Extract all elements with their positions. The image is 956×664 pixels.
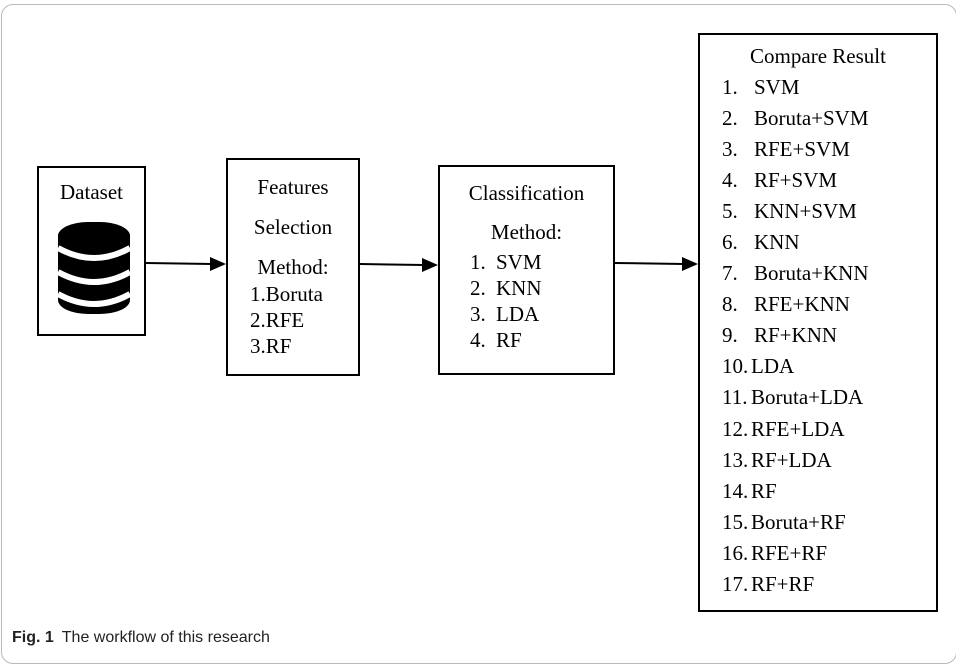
list-item: 1. SVM <box>722 72 936 103</box>
item-num: 9. <box>722 323 738 348</box>
list-item: 4. RF+SVM <box>722 165 936 196</box>
list-item: 3.RF <box>250 333 358 359</box>
item-num: 8. <box>722 292 738 317</box>
item-num: 4. <box>722 168 738 193</box>
item-num: 16. <box>722 540 749 565</box>
item-label: KNN <box>754 230 800 255</box>
item-num: 13. <box>722 447 749 472</box>
list-item: 2. KNN <box>470 275 613 301</box>
item-num: 10. <box>722 354 749 379</box>
classification-title-1: Classification <box>468 181 585 205</box>
item-num: 15. <box>722 509 749 534</box>
item-label: RFE+SVM <box>754 137 850 162</box>
compare-result-box: Compare Result 1. SVM 2. Boruta+SVM 3. RFE+… <box>698 33 938 612</box>
arrow-dataset-to-features <box>146 257 226 271</box>
classification-box: Classification Method: 1. SVM 2. KNN 3. LDA… <box>438 165 615 375</box>
dataset-box: Dataset <box>37 166 146 336</box>
item-num: 12. <box>722 416 749 441</box>
list-item: 5. KNN+SVM <box>722 196 936 227</box>
item-num: 7. <box>722 261 738 286</box>
classification-title-2: Method: <box>490 220 563 244</box>
item-label: Boruta+KNN <box>754 261 869 286</box>
item-num: 6. <box>722 230 738 255</box>
list-item: 2. Boruta+SVM <box>722 103 936 134</box>
item-label: RF+RF <box>751 571 815 596</box>
item-num: 2. <box>470 276 486 300</box>
item-num: 3. <box>470 302 486 326</box>
item-label: LDA <box>496 302 540 326</box>
list-item: 4. RF <box>470 327 613 353</box>
item-label: RF+KNN <box>754 323 838 348</box>
item-label: RF+LDA <box>751 447 832 472</box>
list-item: 13.RF+LDA <box>722 445 936 476</box>
item-label: LDA <box>751 354 795 379</box>
item-num: 1. <box>722 75 738 99</box>
item-label: SVM <box>754 75 800 99</box>
item-num: 1. <box>470 250 486 274</box>
item-label: RFE+KNN <box>754 292 850 317</box>
item-label: Boruta+LDA <box>751 385 864 410</box>
list-item: 17.RF+RF <box>722 569 936 600</box>
list-item: 3. RFE+SVM <box>722 134 936 165</box>
list-item: 7. Boruta+KNN <box>722 258 936 289</box>
item-label: KNN+SVM <box>754 199 857 224</box>
list-item: 3. LDA <box>470 301 613 327</box>
item-num: 3. <box>722 137 738 162</box>
arrow-features-to-classification <box>360 258 438 272</box>
list-item: 15.Boruta+RF <box>722 507 936 538</box>
list-item: 14.RF <box>722 476 936 507</box>
item-num: 5. <box>722 199 738 224</box>
feature-selection-title-1: Features <box>257 175 329 199</box>
dataset-title: Dataset <box>60 180 123 204</box>
figure-caption: Fig. 1 The workflow of this research <box>12 629 270 647</box>
item-label: RF <box>265 334 292 358</box>
feature-selection-title-3: Method: <box>257 255 329 279</box>
arrow-classification-to-compare <box>615 257 698 271</box>
list-item: 1.Boruta <box>250 281 358 307</box>
item-num: 17. <box>722 571 749 596</box>
feature-selection-list: 1.Boruta 2.RFE 3.RF <box>250 281 358 359</box>
list-item: 2.RFE <box>250 307 358 333</box>
item-label: KNN <box>496 276 542 300</box>
caption-text: The workflow of this research <box>61 629 270 646</box>
feature-selection-box: Features Selection Method: 1.Boruta 2.RF… <box>226 158 360 376</box>
compare-result-title: Compare Result <box>750 44 886 68</box>
item-num: 1. <box>250 282 266 306</box>
item-num: 2. <box>722 106 738 131</box>
list-item: 8. RFE+KNN <box>722 289 936 320</box>
item-label: RF <box>751 478 777 503</box>
item-num: 14. <box>722 478 749 503</box>
item-num: 3. <box>250 334 266 358</box>
list-item: 11.Boruta+LDA <box>722 382 936 413</box>
classification-list: 1. SVM 2. KNN 3. LDA 4. RF <box>470 249 613 353</box>
compare-result-list: 1. SVM 2. Boruta+SVM 3. RFE+SVM 4. RF+SVM 5.… <box>722 72 936 600</box>
list-item: 10.LDA <box>722 351 936 382</box>
item-label: RF+SVM <box>754 168 838 193</box>
item-num: 2. <box>250 308 266 332</box>
list-item: 6. KNN <box>722 227 936 258</box>
item-label: Boruta+SVM <box>754 106 869 131</box>
feature-selection-title-2: Selection <box>253 215 333 239</box>
list-item: 16.RFE+RF <box>722 538 936 569</box>
list-item: 12.RFE+LDA <box>722 414 936 445</box>
caption-label: Fig. 1 <box>12 629 54 646</box>
list-item: 9. RF+KNN <box>722 320 936 351</box>
item-label: RFE+RF <box>751 540 828 565</box>
item-num: 4. <box>470 328 486 352</box>
item-label: Boruta+RF <box>751 509 846 534</box>
item-num: 11. <box>722 385 748 410</box>
item-label: RFE+LDA <box>751 416 845 441</box>
list-item: 1. SVM <box>470 249 613 275</box>
item-label: Boruta <box>265 282 323 306</box>
database-icon <box>58 222 130 314</box>
item-label: SVM <box>496 250 542 274</box>
item-label: RFE <box>265 308 305 332</box>
item-label: RF <box>496 328 522 352</box>
